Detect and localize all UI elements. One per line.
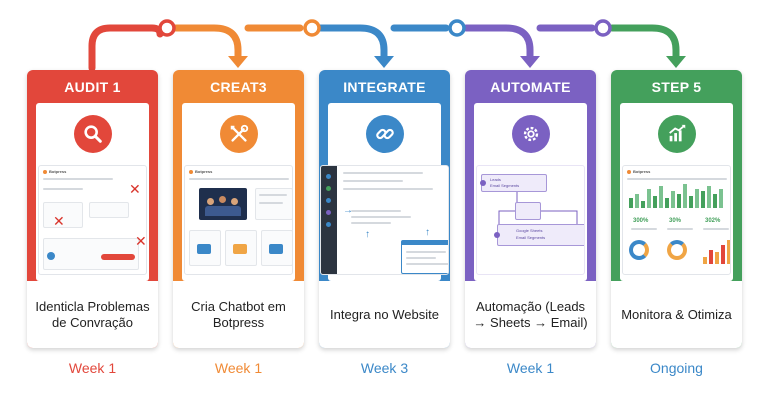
card-body: Botpress ✕ ✕ ✕ [36, 103, 149, 281]
mini-bar [653, 196, 657, 208]
editor-sidebar [321, 166, 337, 274]
issue-panel [89, 202, 129, 218]
growth-chart-icon [657, 115, 696, 153]
app-name: Botpress [49, 169, 67, 174]
step-card-integrate: INTEGRATE → [319, 70, 450, 348]
wrench-screwdriver-icon [219, 115, 258, 153]
connector-node-3 [448, 19, 466, 37]
arrowhead-4 [666, 56, 686, 68]
step-header: AUDIT 1 [64, 78, 121, 95]
team-photo [199, 188, 247, 220]
connector-node-1 [158, 19, 176, 37]
arrowhead-1 [228, 56, 248, 68]
fix-button [101, 254, 135, 260]
mini-bar [629, 198, 633, 208]
step-week: Ongoing [650, 360, 703, 376]
card-body: Botpress 300% 30% 302% [620, 103, 733, 281]
connector-2-3-tail [316, 24, 388, 62]
mini-bar [721, 245, 725, 264]
mini-bar [707, 186, 711, 208]
card-body: Leads Email Segments Google Sheets Email… [474, 103, 587, 281]
magnifier-icon [73, 115, 112, 153]
step-description: Identicla Problemas de Convração [27, 281, 158, 348]
connector-3-4-tail [462, 24, 534, 62]
connector-1-2 [88, 24, 164, 72]
step-description: Monitora & Otimiza [611, 281, 742, 348]
settings-panel [255, 188, 292, 220]
mini-bar [683, 184, 687, 208]
step-header: INTEGRATE [343, 78, 426, 95]
issue-panel [43, 202, 83, 228]
mini-bar [665, 198, 669, 208]
connector-4-5-tail [608, 24, 680, 62]
mini-bar [695, 189, 699, 208]
arrow-up-icon: ↑ [365, 229, 370, 240]
mini-bar-chart [629, 184, 729, 208]
audit-screenshot: Botpress ✕ ✕ ✕ [38, 165, 147, 275]
mini-bar [677, 194, 681, 208]
step-week: Week 3 [360, 360, 409, 376]
step-week: Week 1 [214, 360, 263, 376]
step-description: Automação (Leads → Sheets → Email) [465, 281, 596, 348]
avatar [47, 252, 55, 260]
step-header: STEP 5 [651, 78, 702, 95]
app-logo-icon [189, 170, 193, 174]
stat-value: 302% [705, 218, 721, 224]
mini-bar [689, 196, 693, 208]
connector-node-2 [303, 19, 321, 37]
donut-chart [667, 240, 687, 260]
mini-bar [671, 191, 675, 208]
gear-icon [511, 115, 550, 153]
connector-node-4 [594, 19, 612, 37]
mini-bar [713, 194, 717, 208]
mini-bar-chart [703, 240, 730, 264]
card-body: → ↑ ↑ [320, 103, 449, 281]
mini-bar [659, 186, 663, 208]
arrowhead-2 [374, 56, 394, 68]
integrate-screenshot: → ↑ ↑ [320, 165, 449, 275]
app-logo-icon [627, 170, 631, 174]
flow-lines [480, 180, 578, 238]
monitor-screenshot: Botpress 300% 30% 302% [622, 165, 731, 275]
connector-1-2-tail [171, 24, 242, 62]
mini-bar [715, 252, 719, 264]
app-logo-icon [43, 170, 47, 174]
step-description: Cria Chatbot em Botpress [173, 281, 304, 348]
mini-bar [635, 194, 639, 208]
mini-bar [727, 240, 730, 264]
arrowhead-3 [520, 56, 540, 68]
step-description: Integra no Website [319, 281, 450, 348]
step-card-audit: AUDIT 1 Botpress ✕ ✕ ✕ Identicla Problem… [27, 70, 158, 348]
arrow-up-icon: ↑ [425, 227, 430, 238]
link-icon [365, 115, 404, 153]
create-screenshot: Botpress [184, 165, 293, 275]
step-header: AUTOMATE [490, 78, 571, 95]
arrow-right-icon: → [343, 205, 353, 216]
mini-bar [701, 191, 705, 208]
cross-icon: ✕ [129, 181, 141, 197]
mini-bar [709, 250, 713, 264]
mini-bar [647, 189, 651, 208]
mini-bar [703, 257, 707, 264]
step-card-monitor: STEP 5 Botpress 300% 30% 302% Monitora &… [611, 70, 742, 348]
stat-value: 30% [669, 218, 682, 224]
app-name: Botpress [633, 169, 651, 174]
step-card-create: CREAT3 Botpress Cria Chatbot [173, 70, 304, 348]
automate-screenshot: Leads Email Segments Google Sheets Email… [476, 165, 585, 275]
flow-node [515, 202, 541, 220]
cross-icon: ✕ [135, 233, 147, 249]
flow-node: Leads Email Segments [481, 174, 547, 192]
stat-value: 300% [633, 218, 649, 224]
step-week: Week 1 [506, 360, 555, 376]
mini-bar [719, 189, 723, 208]
embed-widget [401, 240, 448, 274]
step-header: CREAT3 [210, 78, 267, 95]
donut-chart [629, 240, 649, 260]
app-name: Botpress [195, 169, 213, 174]
cross-icon: ✕ [53, 213, 65, 229]
card-body: Botpress [182, 103, 295, 281]
step-week: Week 1 [68, 360, 117, 376]
mini-bar [641, 201, 645, 208]
step-card-automate: AUTOMATE Leads Email Segments Google She… [465, 70, 596, 348]
